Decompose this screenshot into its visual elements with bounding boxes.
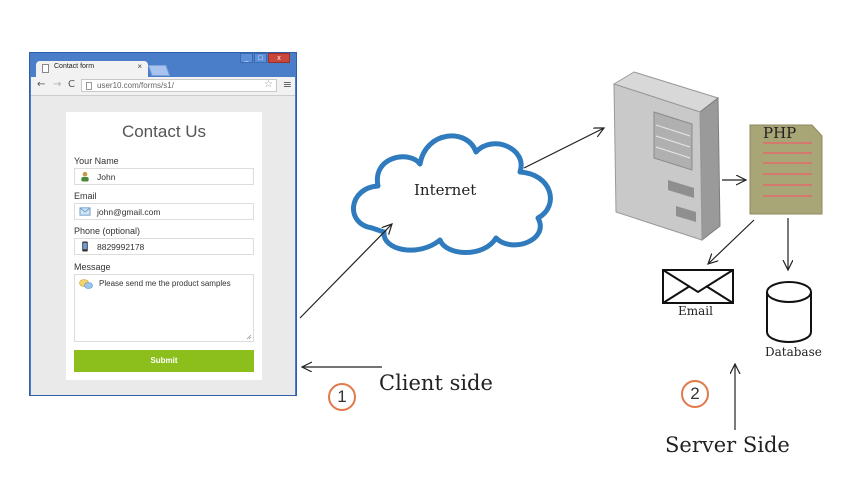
message-label: Message xyxy=(74,262,111,272)
message-value: Please send me the product samples xyxy=(99,279,231,288)
name-field[interactable]: John xyxy=(74,168,254,185)
page-content: Contact Us Your Name John Email john@gma… xyxy=(31,96,295,395)
menu-icon[interactable]: ≡ xyxy=(282,78,292,91)
mail-icon xyxy=(79,207,91,216)
browser-tab[interactable]: Contact form × xyxy=(36,61,148,77)
email-field[interactable]: john@gmail.com xyxy=(74,203,254,220)
address-bar[interactable]: user10.com/forms/s1/ ☆ xyxy=(81,79,277,92)
server-icon xyxy=(612,71,721,242)
maximize-button[interactable]: □ xyxy=(254,53,267,63)
client-side-label: Client side xyxy=(379,371,493,395)
form-title: Contact Us xyxy=(121,122,207,141)
nav-bar: ← → C user10.com/forms/s1/ ☆ ≡ xyxy=(31,77,295,96)
tab-close-icon[interactable]: × xyxy=(137,62,142,71)
server-side-label: Server Side xyxy=(665,433,790,457)
name-label: Your Name xyxy=(74,156,119,166)
name-value: John xyxy=(97,172,116,182)
tab-title: Contact form xyxy=(54,63,95,70)
email-label: Email xyxy=(74,191,97,201)
contact-form: Contact Us Your Name John Email john@gma… xyxy=(66,112,262,380)
star-icon[interactable]: ☆ xyxy=(264,79,273,90)
arrow-internet-to-server xyxy=(523,128,604,169)
reload-icon[interactable]: C xyxy=(68,79,75,90)
page-icon xyxy=(42,64,49,73)
back-icon[interactable]: ← xyxy=(37,79,46,90)
user-icon xyxy=(81,171,89,182)
email-value: john@gmail.com xyxy=(97,207,161,217)
title-bar: Contact form × _ □ x xyxy=(30,53,296,77)
minimize-button[interactable]: _ xyxy=(240,53,253,63)
step-2-badge: 2 xyxy=(681,380,709,408)
database-icon xyxy=(766,281,812,343)
forward-icon[interactable]: → xyxy=(53,79,62,90)
phone-label: Phone (optional) xyxy=(74,226,141,236)
window-controls: _ □ x xyxy=(239,53,290,64)
database-label: Database xyxy=(765,345,822,359)
internet-label: Internet xyxy=(414,181,477,199)
php-file-icon xyxy=(749,124,823,215)
phone-icon xyxy=(82,241,88,252)
internet-cloud-icon xyxy=(351,133,553,255)
step-1-badge: 1 xyxy=(328,383,356,411)
submit-button[interactable]: Submit xyxy=(74,350,254,372)
close-window-button[interactable]: x xyxy=(268,53,290,63)
arrow-php-to-email xyxy=(708,219,755,264)
resize-handle-icon[interactable] xyxy=(246,334,252,340)
address-text: user10.com/forms/s1/ xyxy=(97,81,174,90)
envelope-icon xyxy=(662,269,734,304)
phone-field[interactable]: 8829992178 xyxy=(74,238,254,255)
message-field[interactable]: Please send me the product samples xyxy=(74,274,254,342)
email-label: Email xyxy=(678,304,713,318)
browser-window: Contact form × _ □ x ← → C user10.com/fo… xyxy=(29,52,297,396)
arrow-browser-to-internet xyxy=(299,224,392,319)
phone-value: 8829992178 xyxy=(97,242,145,252)
chat-bubble-icon xyxy=(79,279,93,289)
php-label: PHP xyxy=(763,124,797,142)
page-icon xyxy=(86,82,92,90)
